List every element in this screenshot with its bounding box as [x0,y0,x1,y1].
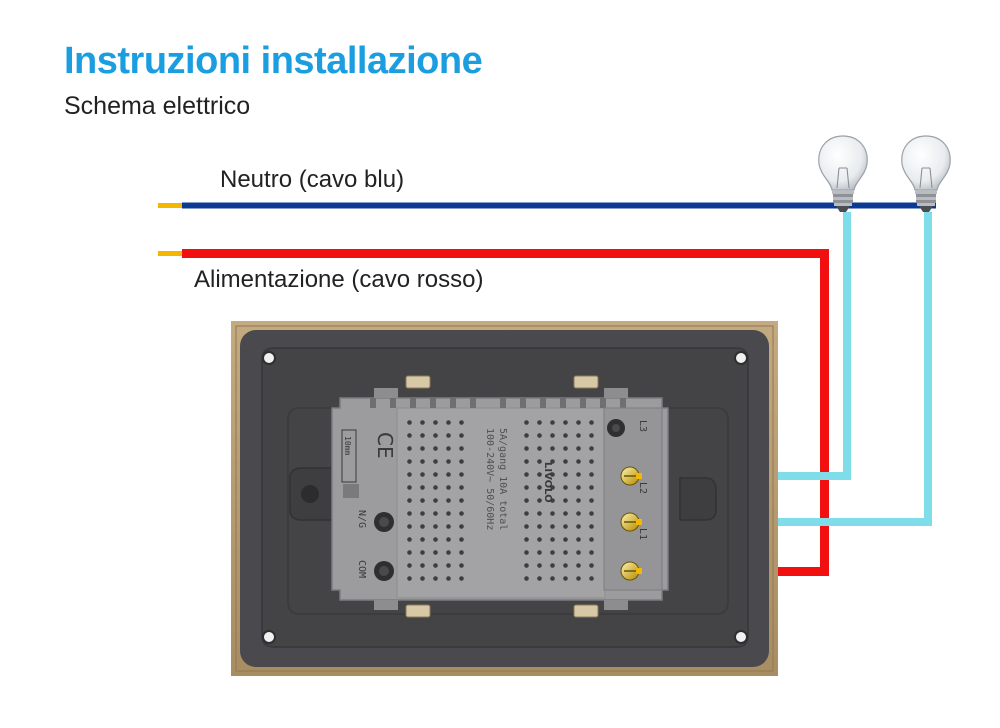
vent-grid [407,414,472,583]
terminal-label-com: COM [356,560,367,578]
switch-device: 100-240V~ 50/60Hz 5A/gang 10A total LIVO… [231,321,778,676]
page-subtitle: Schema elettrico [64,92,251,120]
terminal-label-ng: N/G [356,510,367,528]
switch-module: 100-240V~ 50/60Hz 5A/gang 10A total LIVO… [331,388,669,610]
mounting-hole [262,630,276,644]
neutral-wire-label: Neutro (cavo blu) [220,166,405,193]
terminal-label-l3: L3 [637,420,648,432]
terminal-label-l1: L1 [637,528,648,540]
strip-length-label: 10mm [343,436,352,455]
supply-wire-stub [158,251,182,256]
spec-line-1: 100-240V~ 50/60Hz [484,428,495,530]
mounting-hole [734,351,748,365]
ce-mark: CE [373,432,397,459]
mounting-hole [262,351,276,365]
vent-grid [519,414,597,583]
page-title: Instruzioni installazione [64,40,483,82]
brand-logo: LIVOLO [542,462,553,503]
bulb-icon [901,135,951,212]
supply-wire-label: Alimentazione (cavo rosso) [194,266,484,293]
bulb-icon [818,135,868,212]
neutral-wire-stub [158,203,182,208]
terminal-label-l2: L2 [637,482,648,494]
mounting-hole [734,630,748,644]
spec-line-2: 5A/gang 10A total [497,428,508,530]
